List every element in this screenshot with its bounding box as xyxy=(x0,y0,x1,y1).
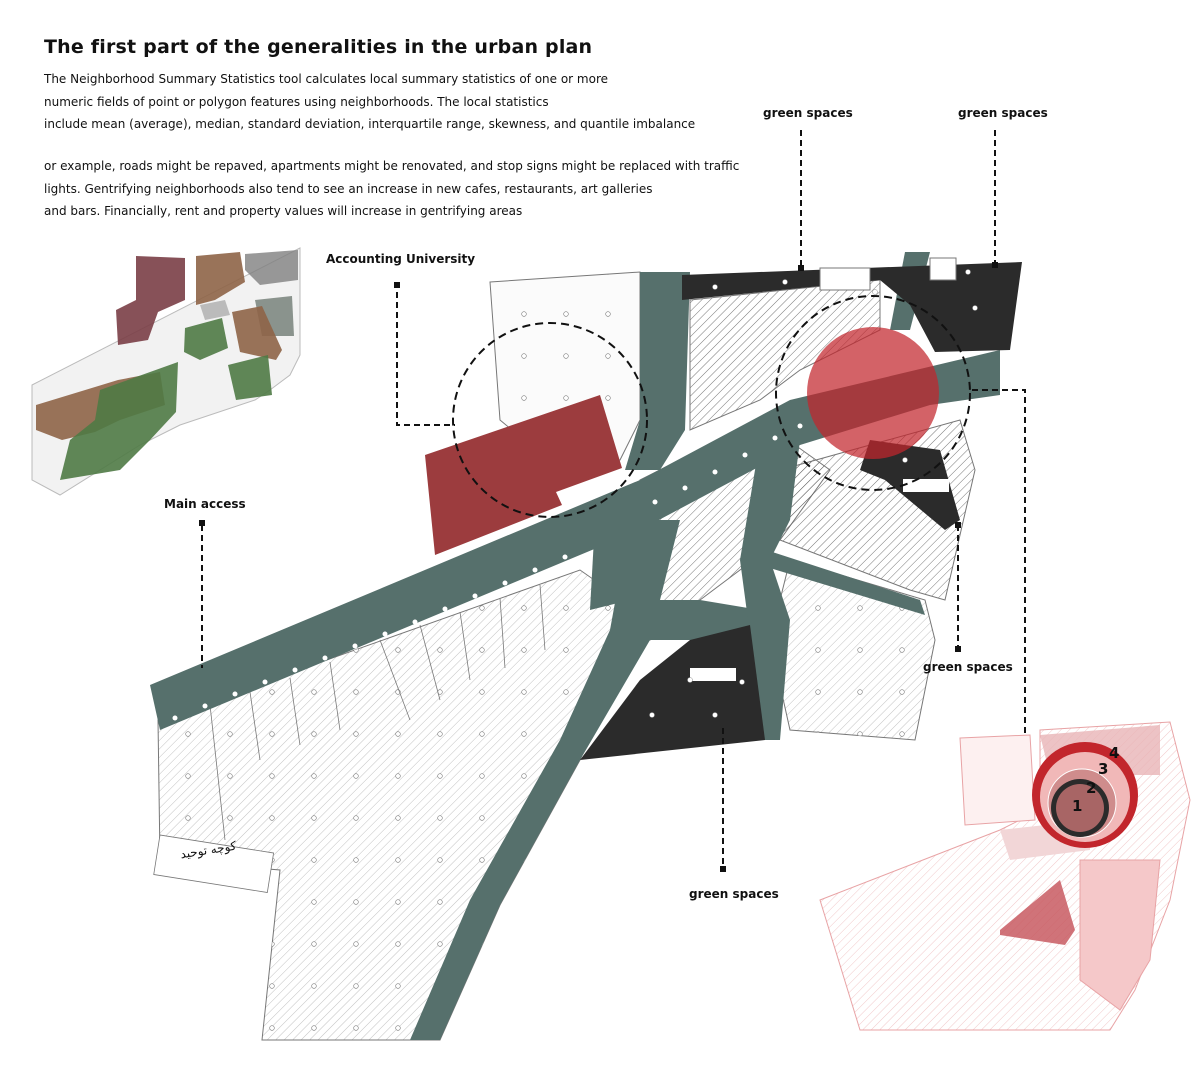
ring-label-1: 1 xyxy=(1072,797,1083,815)
intro-line: include mean (average), median, standard… xyxy=(44,117,696,131)
gentrification-line: and bars. Financially, rent and property… xyxy=(44,204,523,218)
label-main-access: Main access xyxy=(164,497,246,511)
gentrification-line: or example, roads might be repaved, apar… xyxy=(44,159,740,173)
gentrification-rings-minimap xyxy=(819,721,1191,1031)
intro-paragraph: The Neighborhood Summary Statistics tool… xyxy=(44,68,695,136)
green-space xyxy=(682,262,1022,352)
label-green-spaces: green spaces xyxy=(958,106,1048,120)
gentrification-paragraph: or example, roads might be repaved, apar… xyxy=(44,155,739,223)
label-accounting-university: Accounting University xyxy=(326,252,476,266)
ring-label-4: 4 xyxy=(1109,744,1120,762)
main-site-map xyxy=(150,252,1022,1041)
land-use-minimap xyxy=(31,247,301,496)
leader-lines xyxy=(201,130,1036,872)
green-space xyxy=(580,625,765,760)
intro-line: The Neighborhood Summary Statistics tool… xyxy=(44,72,609,86)
gentrification-line: lights. Gentrifying neighborhoods also t… xyxy=(44,181,653,196)
ring-label-2: 2 xyxy=(1086,779,1097,797)
ring-1 xyxy=(1056,784,1104,832)
accounting-university-building xyxy=(425,395,622,555)
intro-line: numeric fields of point or polygon featu… xyxy=(44,94,549,109)
label-green-spaces: green spaces xyxy=(689,887,779,901)
label-green-spaces: green spaces xyxy=(763,106,853,120)
highlight-circle xyxy=(807,327,939,459)
ring-label-3: 3 xyxy=(1098,760,1109,778)
page-title: The first part of the generalities in th… xyxy=(44,36,593,58)
label-green-spaces: green spaces xyxy=(923,660,1013,674)
